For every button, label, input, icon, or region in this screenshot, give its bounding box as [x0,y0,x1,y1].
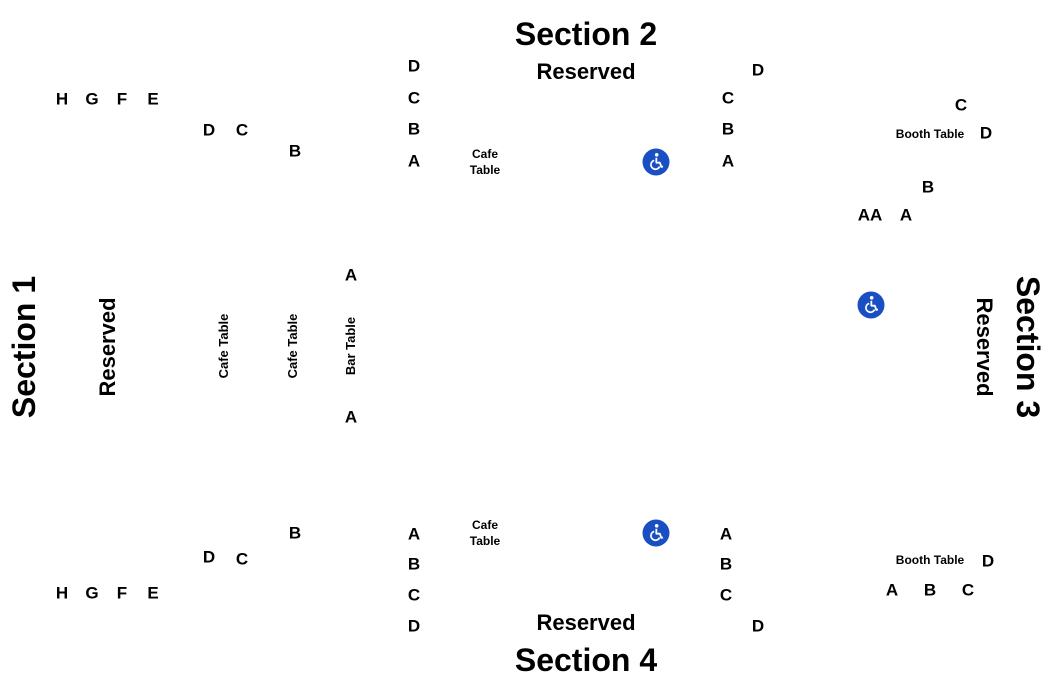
section-2-title: Section 2 [514,16,658,52]
row-b-label: B [719,554,733,574]
row-a-label: A [885,580,899,600]
row-d-label: D [202,547,216,567]
row-f-label: F [116,89,128,109]
section-4-title: Section 4 [514,642,658,678]
row-g-label: G [85,583,99,603]
row-b-label: B [288,141,302,161]
row-e-label: E [147,583,159,603]
row-h-label: H [55,89,69,109]
row-c-label: C [407,585,421,605]
row-h-label: H [55,583,69,603]
booth-table-label: Booth Table [895,127,965,141]
row-d-label: D [751,60,765,80]
row-b-label: B [721,119,735,139]
cafe-table-label: Cafe Table [285,313,300,379]
section-3-title: Section 3 [1010,275,1046,419]
row-a-label: A [407,151,421,171]
row-a-label: A [719,524,733,544]
section-1-title: Section 1 [6,275,42,419]
section-3-reserved: Reserved [972,297,997,397]
row-b-label: B [407,554,421,574]
wheelchair-icon [642,519,670,547]
row-b-label: B [288,523,302,543]
row-a-label: A [407,524,421,544]
row-aa-label: AA [857,205,883,225]
row-b-label: B [407,119,421,139]
row-a-label: A [344,265,358,285]
row-c-label: C [235,120,249,140]
row-c-label: C [407,88,421,108]
row-e-label: E [147,89,159,109]
row-c-label: C [235,549,249,569]
bar-table-label: Bar Table [343,316,358,376]
row-b-label: B [921,177,935,197]
wheelchair-icon [642,148,670,176]
row-d-label: D [751,616,765,636]
wheelchair-icon [857,291,885,319]
row-a-label: A [899,205,913,225]
row-b-label: B [923,580,937,600]
row-c-label: C [721,88,735,108]
section-4-reserved: Reserved [536,610,636,635]
row-a-label: A [344,407,358,427]
row-d-label: D [202,120,216,140]
row-d-label: D [407,616,421,636]
row-d-label: D [981,551,995,571]
row-c-label: C [719,585,733,605]
row-f-label: F [116,583,128,603]
row-d-label: D [979,123,993,143]
row-c-label: C [961,580,975,600]
row-a-label: A [721,151,735,171]
row-d-label: D [407,56,421,76]
cafe-table-label: Cafe Table [216,313,231,379]
row-g-label: G [85,89,99,109]
section-2-reserved: Reserved [536,59,636,84]
section-1-reserved: Reserved [95,297,120,397]
row-c-label: C [954,95,968,115]
booth-table-label: Booth Table [895,553,965,567]
